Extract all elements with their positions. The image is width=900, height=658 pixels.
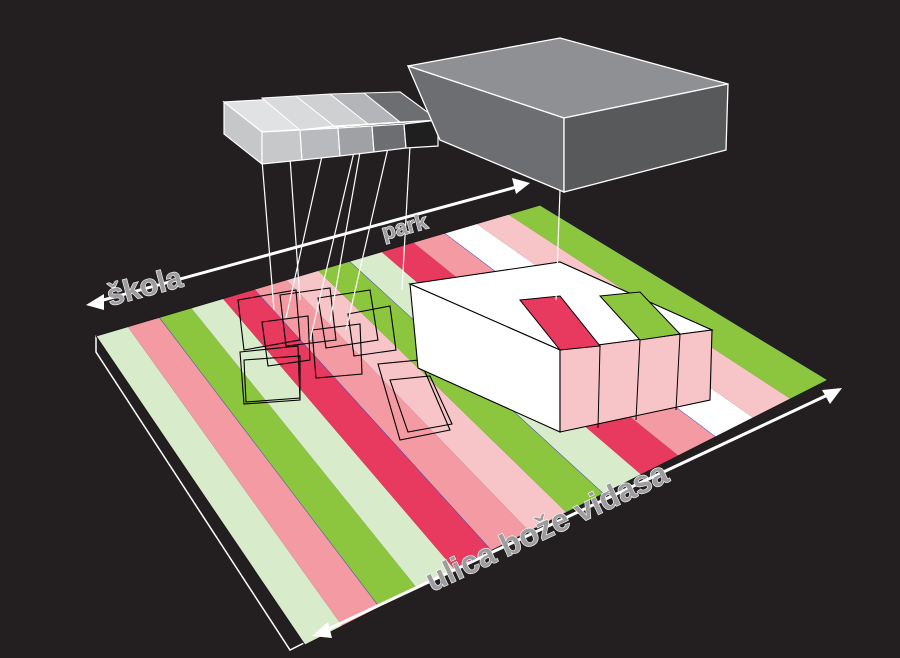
hall-program-box (406, 37, 729, 193)
terrain-stripe (159, 307, 418, 608)
terrain-stripe (127, 317, 380, 627)
park-arrow (86, 178, 530, 310)
street-arrow (312, 388, 842, 638)
terrain-stripe (508, 205, 828, 399)
terrain-outline (95, 204, 830, 646)
terrain-stripe (286, 270, 567, 532)
terrain-stripe (96, 326, 343, 645)
terrain-stripe (222, 289, 492, 570)
terrain-stripe (254, 279, 530, 551)
school-label: škola (103, 261, 186, 313)
terrain-stripe (191, 298, 455, 589)
school-volumes (237, 287, 453, 441)
school-program-box (222, 91, 440, 166)
main-block (408, 261, 714, 433)
